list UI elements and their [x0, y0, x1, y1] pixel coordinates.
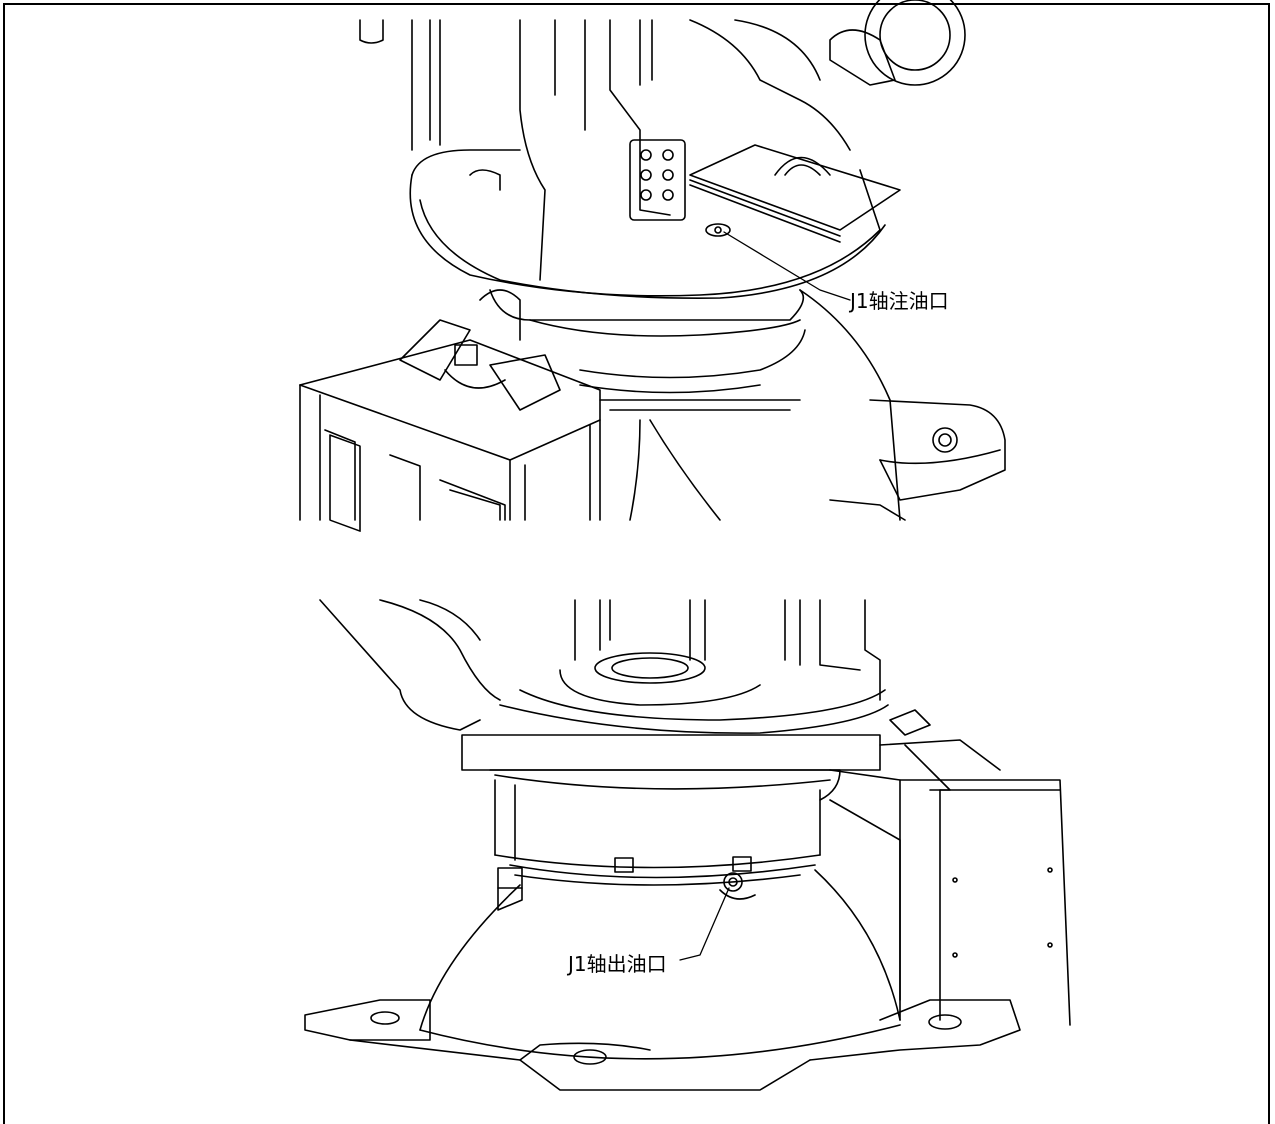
bottom-view-drawing: [304, 599, 1071, 1091]
drain-port-leader-line: [679, 887, 730, 961]
fill-port-label: J1轴注油口: [850, 289, 949, 313]
top-view-drawing: [299, 0, 1006, 532]
drain-port-label: J1轴出油口: [568, 952, 667, 976]
fill-port-leader-line: [723, 231, 851, 301]
figure-frame: [3, 3, 1270, 1124]
